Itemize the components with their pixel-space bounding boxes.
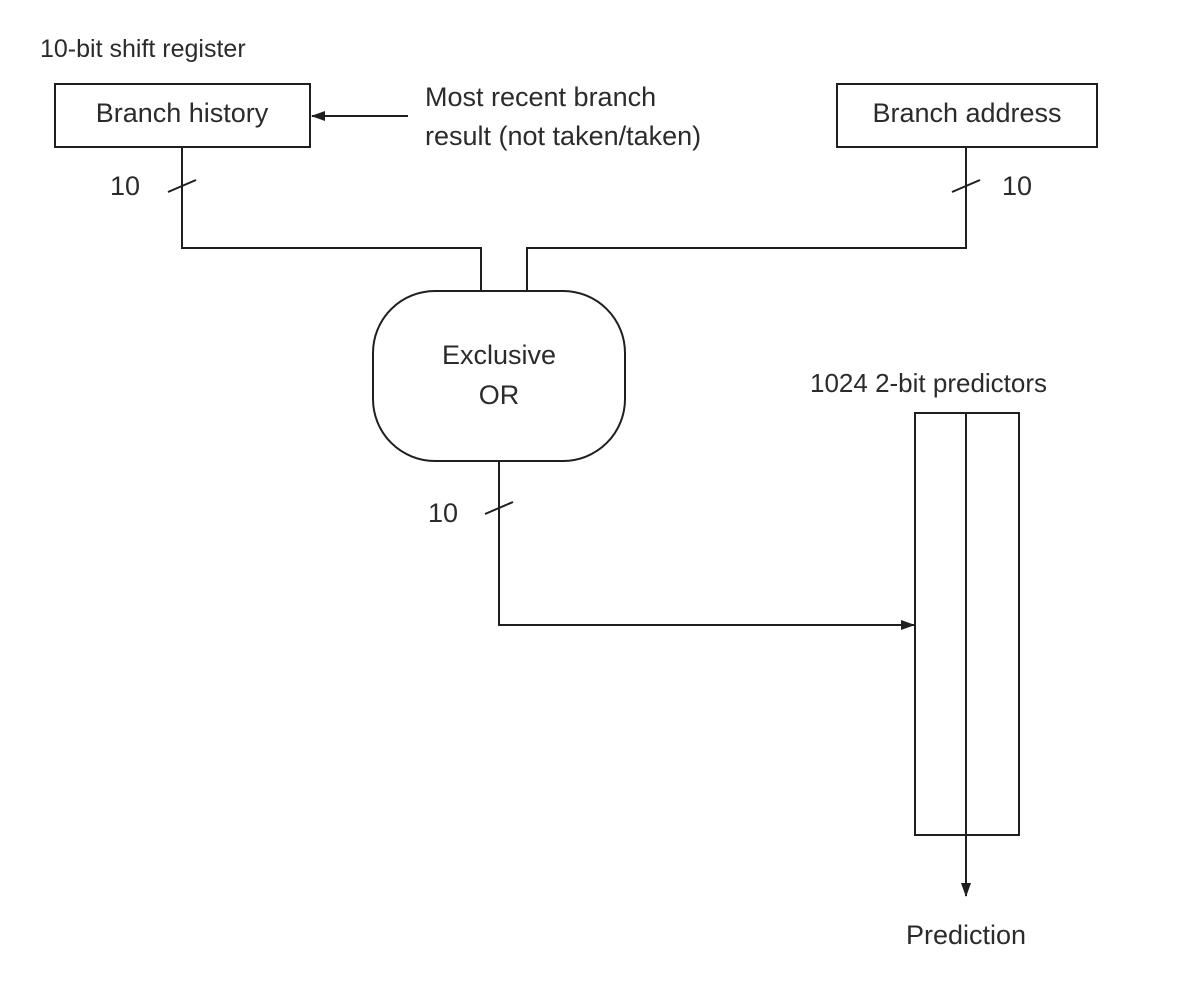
xor-output-width: 10: [428, 498, 458, 528]
branch-address-box: [836, 83, 1098, 148]
xor-gate-line1: Exclusive: [442, 340, 556, 370]
branch-address-label: Branch address: [872, 98, 1061, 128]
history-to-xor-wire: [181, 147, 482, 294]
prediction-label: Prediction: [906, 920, 1026, 950]
address-to-xor-wire: [526, 147, 967, 294]
address-bus-width: 10: [1002, 171, 1032, 201]
branch-history-box: [54, 83, 311, 148]
predictor-caption-clip: 1024 2-bit predictors: [810, 368, 1047, 398]
register-caption: 10-bit shift register: [40, 35, 246, 63]
history-bus-width: 10: [110, 171, 140, 201]
branch-result-note-line1: Most recent branch: [425, 82, 656, 112]
xor-bus-slash: [484, 501, 514, 515]
branch-history-label: Branch history: [96, 98, 269, 128]
history-bus-slash: [167, 179, 197, 193]
address-bus-slash: [951, 179, 981, 193]
xor-to-predictors-wire: [498, 461, 915, 630]
xor-gate: [372, 290, 626, 462]
branch-result-note-line2: result (not taken/taken): [425, 121, 701, 151]
xor-gate-line2: OR: [479, 380, 520, 410]
predictor-table-caption: 1024 2-bit predictors: [810, 368, 1047, 398]
